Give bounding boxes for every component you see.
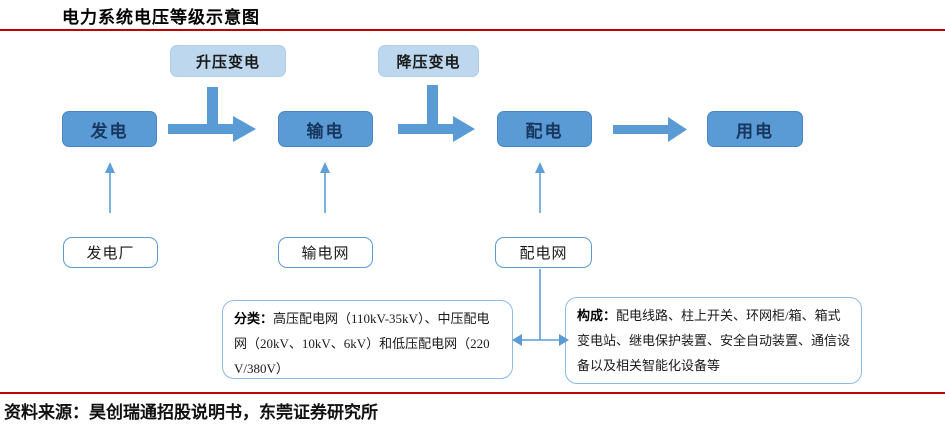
arrow-distribution-grid-to-distribution: [535, 162, 545, 213]
arrow-transmission-grid-to-transmission: [320, 162, 330, 213]
bottom-divider: [0, 392, 945, 394]
stage-transmission-label: 输电: [306, 121, 345, 141]
arrow-power-plant-to-generation: [105, 162, 115, 213]
arrow-generation-to-transmission: [168, 87, 256, 142]
stage-generation-box: 发电: [62, 111, 157, 147]
arrow-transmission-to-distribution: [398, 85, 475, 142]
distribution-grid-box: 配电网: [495, 237, 592, 268]
arrow-distribution-to-consumption: [613, 117, 687, 142]
step-up-transformer-label: 升压变电: [195, 54, 260, 71]
step-up-transformer-box: 升压变电: [170, 45, 286, 77]
stage-generation-label: 发电: [90, 121, 129, 141]
stage-consumption-box: 用电: [707, 111, 803, 147]
classification-label: 分类：: [234, 311, 274, 326]
connector-distribution-grid-to-details: [512, 269, 569, 346]
top-divider: [0, 29, 945, 31]
source-attribution: 资料来源：昊创瑞通招股说明书，东莞证券研究所: [4, 403, 378, 422]
step-down-transformer-label: 降压变电: [396, 54, 461, 71]
step-down-transformer-box: 降压变电: [378, 45, 479, 77]
transmission-grid-box: 输电网: [278, 237, 373, 268]
power-plant-label: 发电厂: [86, 246, 135, 262]
transmission-grid-label: 输电网: [301, 246, 350, 262]
classification-text: 高压配电网（110kV-35kV）、中压配电网（20kV、10kV、6kV）和低…: [234, 311, 490, 376]
stage-distribution-box: 配电: [497, 111, 592, 147]
stage-transmission-box: 输电: [278, 111, 373, 147]
power-plant-box: 发电厂: [63, 237, 158, 268]
stage-distribution-label: 配电: [525, 121, 564, 141]
classification-detail-box: 分类：高压配电网（110kV-35kV）、中压配电网（20kV、10kV、6kV…: [222, 300, 513, 379]
composition-label: 构成：: [577, 308, 617, 323]
composition-text: 配电线路、柱上开关、环网柜/箱、箱式变电站、继电保护装置、安全自动装置、通信设备…: [577, 308, 851, 373]
stage-consumption-label: 用电: [736, 121, 774, 141]
page-title: 电力系统电压等级示意图: [62, 8, 260, 27]
distribution-grid-label: 配电网: [519, 246, 568, 262]
composition-detail-box: 构成：配电线路、柱上开关、环网柜/箱、箱式变电站、继电保护装置、安全自动装置、通…: [565, 297, 862, 384]
